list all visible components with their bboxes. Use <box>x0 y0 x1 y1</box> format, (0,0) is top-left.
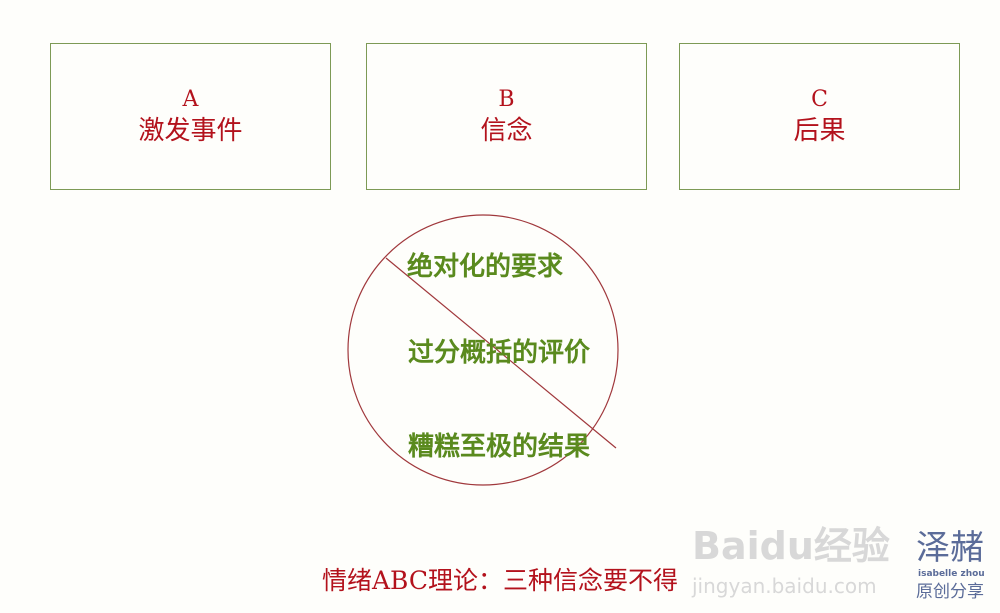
box-c-name: 后果 <box>793 115 846 146</box>
box-c-letter: C <box>811 86 828 112</box>
circle-outline <box>347 214 619 486</box>
watermark-logo: Baidu经验 <box>692 524 890 568</box>
diagram-caption: 情绪ABC理论：三种信念要不得 <box>321 566 679 595</box>
box-a: A 激发事件 <box>50 43 331 190</box>
belief-absolute: 绝对化的要求 <box>406 252 564 282</box>
box-b-letter: B <box>498 86 515 112</box>
signature: 泽赭 <box>916 528 984 568</box>
signature-note: 原创分享 <box>916 582 984 602</box>
box-a-letter: A <box>182 86 199 112</box>
box-b-name: 信念 <box>480 115 533 146</box>
belief-overgeneralize: 过分概括的评价 <box>407 338 591 368</box>
box-c: C 后果 <box>679 43 960 190</box>
slash-line <box>385 257 617 449</box>
box-b: B 信念 <box>366 43 647 190</box>
signature-sub: isabelle zhou <box>918 569 985 579</box>
box-a-name: 激发事件 <box>138 115 243 146</box>
watermark-url: jingyan.baidu.com <box>692 574 877 598</box>
belief-catastrophize: 糟糕至极的结果 <box>407 432 591 462</box>
